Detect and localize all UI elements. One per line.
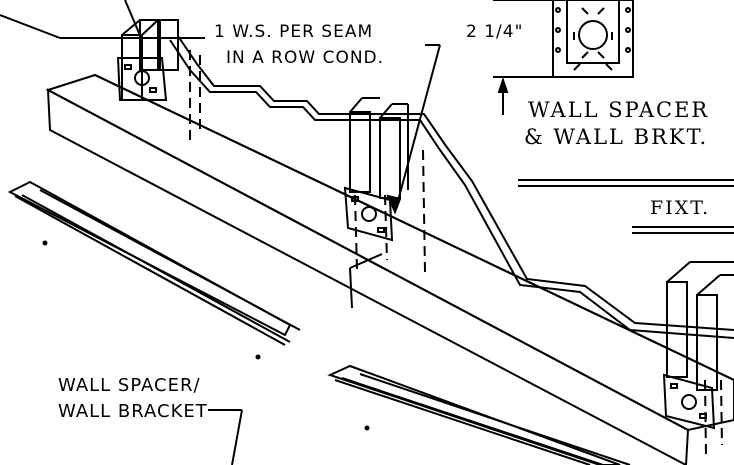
- channel-rail-left: [7, 180, 301, 360]
- wall-bracket-plate-right: [662, 373, 716, 430]
- seam-note-line2: IN A ROW COND.: [226, 48, 385, 68]
- wall-spacer-stack-middle: [349, 97, 426, 273]
- channel-rail-right: [327, 364, 631, 465]
- wiring-run: [169, 35, 734, 339]
- title-underlines: [518, 179, 734, 234]
- wall-spacer-detail: [552, 0, 634, 78]
- fixture-label: FIXT.: [650, 197, 711, 219]
- callout-line2: WALL BRACKET: [58, 401, 208, 422]
- wall-bracket-plate-middle: [343, 186, 394, 242]
- dimension-marks: [493, 0, 555, 115]
- detail-title-line1: WALL SPACER: [528, 98, 710, 122]
- leader-lines: [0, 0, 441, 465]
- wall-spacer-stack-right: [666, 261, 734, 456]
- detail-title-line2: & WALL BRKT.: [524, 125, 709, 149]
- beam-seam: [349, 267, 353, 309]
- wall-bracket-plate-left: [116, 57, 168, 101]
- dimension-label: 2 1/4": [466, 22, 524, 42]
- seam-note-line1: 1 W.S. PER SEAM: [214, 22, 374, 42]
- callout-line1: WALL SPACER/: [58, 375, 201, 396]
